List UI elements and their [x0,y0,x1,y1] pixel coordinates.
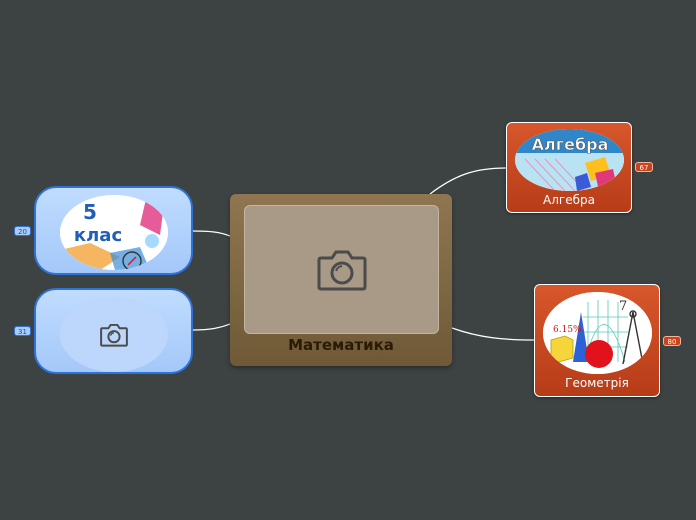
grade5-image: 5 клас [60,195,168,270]
count-badge-empty[interactable]: 31 [14,326,31,336]
empty-image-placeholder [60,297,168,372]
algebra-picture: Алгебра [515,129,624,191]
count-badge-algebra[interactable]: 67 [635,162,653,172]
grade5-word-text: клас [74,225,122,246]
geometry-percent-text: 6.15% [553,325,582,335]
topic-node-algebra[interactable]: Алгебра Алгебра [506,122,632,213]
count-badge-grade5[interactable]: 20 [14,226,31,236]
grade5-number-text: 5 [83,200,97,224]
topic-label-geometry: Геометрія [565,376,629,390]
topic-node-grade5[interactable]: 5 клас [34,186,193,275]
camera-icon [317,250,366,290]
topic-node-geometry[interactable]: 6.15% 7 Геометрія [534,284,660,397]
algebra-image-text: Алгебра [532,135,609,154]
topic-label-algebra: Алгебра [543,193,595,207]
connector-empty [192,323,231,331]
count-badge-geometry[interactable]: 80 [663,336,681,346]
connector-geometry [451,327,535,341]
central-image-placeholder [244,205,439,334]
geometry-seven-text: 7 [619,299,627,314]
central-topic-node[interactable]: Математика [230,194,452,366]
algebra-image: Алгебра [515,129,624,191]
camera-icon [100,323,128,347]
grade5-picture: 5 клас [60,195,168,270]
geometry-picture: 6.15% 7 [543,292,652,374]
topic-node-empty[interactable] [34,288,193,374]
central-topic-label: Математика [288,336,394,354]
connector-algebra [429,167,507,195]
geometry-image: 6.15% 7 [543,292,652,374]
connector-grade5 [192,230,231,237]
